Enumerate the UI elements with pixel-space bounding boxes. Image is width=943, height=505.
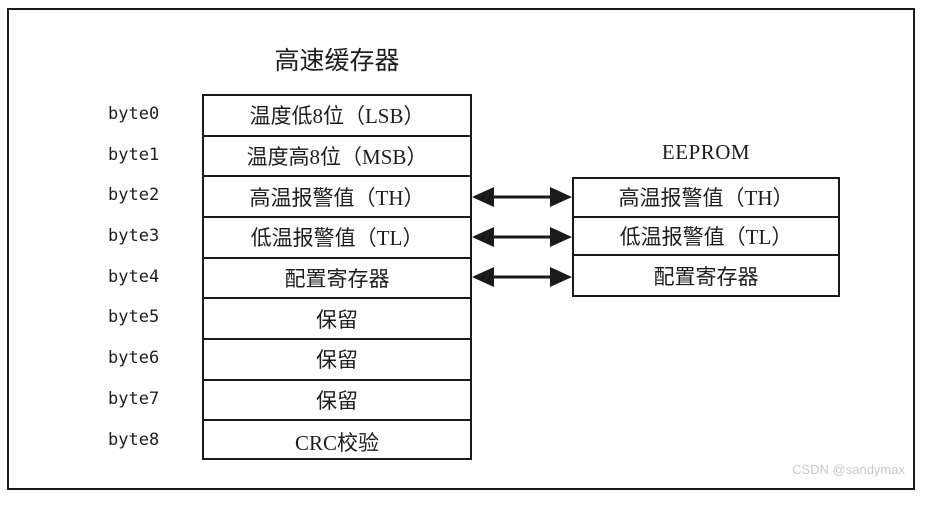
cache-row: 配置寄存器 <box>204 259 470 300</box>
eeprom-table: 高温报警值（TH） 低温报警值（TL） 配置寄存器 <box>572 177 840 297</box>
cache-row: 保留 <box>204 381 470 422</box>
byte-label: byte3 <box>108 226 160 247</box>
byte-label: byte6 <box>108 348 160 369</box>
tl-link-arrow-icon <box>470 225 574 249</box>
byte-label: byte2 <box>108 185 160 206</box>
cache-row: CRC校验 <box>294 430 380 455</box>
byte-label: byte1 <box>108 144 160 165</box>
cache-row: 保留 <box>204 299 470 340</box>
byte-label: byte5 <box>108 307 160 328</box>
cache-row: 高温报警值（TH） <box>204 177 470 218</box>
cache-row: 低温报警值（TL） <box>204 218 470 259</box>
th-link-arrow-icon <box>470 185 574 209</box>
byte-label-column: byte0 byte1 byte2 byte3 byte4 byte5 byte… <box>108 94 196 460</box>
cache-row: 温度高8位（MSB） <box>204 137 470 178</box>
config-link-arrow-icon <box>470 265 574 289</box>
byte-label: byte7 <box>108 388 160 409</box>
cache-table-title: 高速缓存器 <box>274 48 400 75</box>
cache-row: 温度低8位（LSB） <box>204 96 470 137</box>
eeprom-row: 低温报警值（TL） <box>574 218 838 257</box>
byte-label: byte4 <box>108 266 160 287</box>
cache-row: 保留 <box>204 340 470 381</box>
watermark: CSDN @sandymax <box>792 462 905 477</box>
eeprom-row: 配置寄存器 <box>653 264 759 289</box>
eeprom-table-title: EEPROM <box>661 140 751 164</box>
eeprom-row: 高温报警值（TH） <box>574 179 838 218</box>
cache-table: 温度低8位（LSB） 温度高8位（MSB） 高温报警值（TH） 低温报警值（TL… <box>202 94 472 460</box>
byte-label: byte0 <box>108 104 160 124</box>
byte-label: byte8 <box>108 429 160 450</box>
